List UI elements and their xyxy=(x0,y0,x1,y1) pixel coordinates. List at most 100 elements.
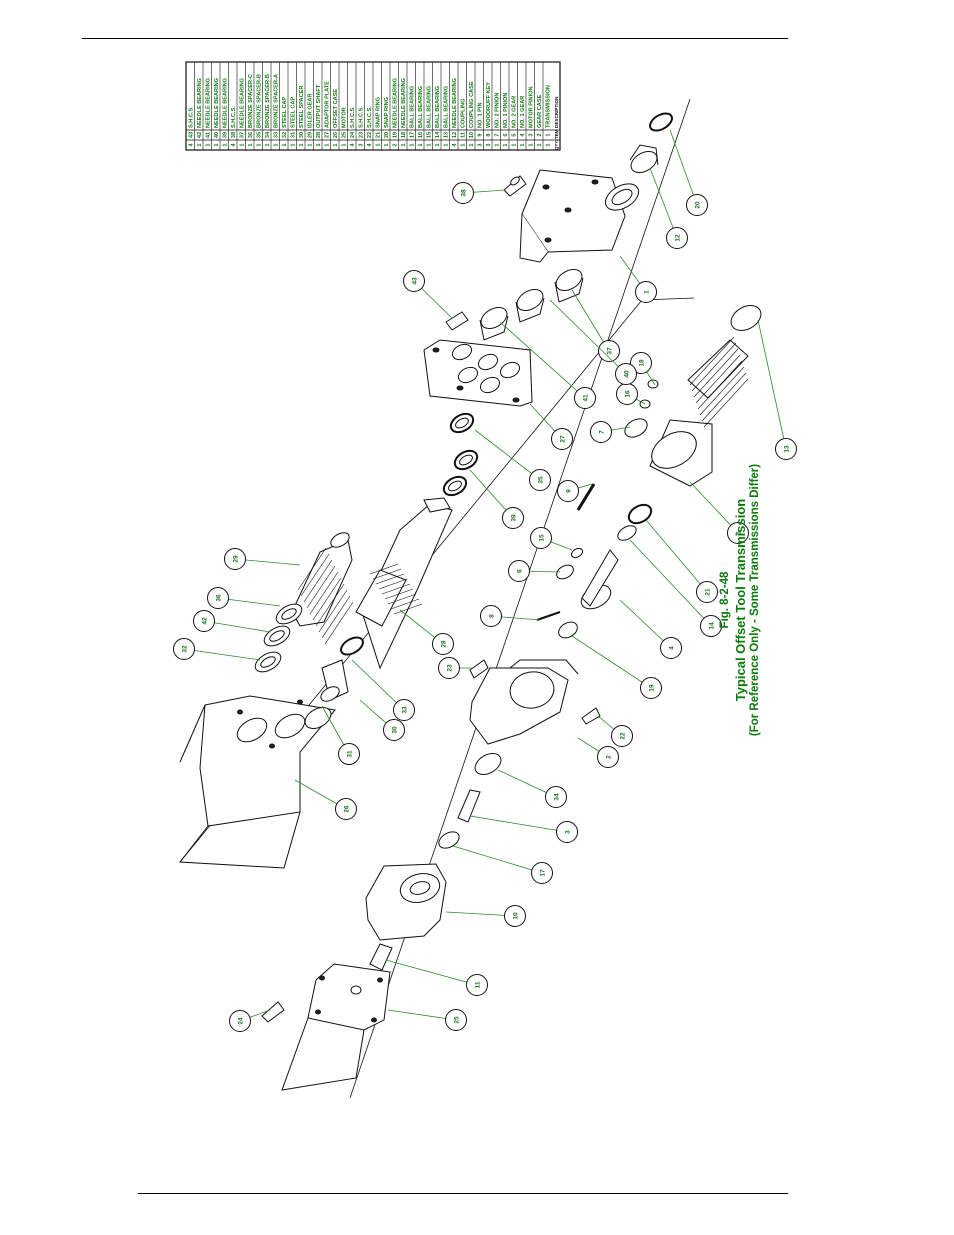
steel-cap-bore xyxy=(281,608,297,620)
callout-number: 20 xyxy=(694,201,701,209)
coupling-case-10 xyxy=(365,863,447,941)
table-cell-qty: 1 xyxy=(342,143,348,146)
gear-case-flange xyxy=(509,659,579,675)
table-cell-desc: SNAP RING xyxy=(384,97,390,128)
table-cell-qty: 1 xyxy=(503,143,509,146)
idler-gear-29 xyxy=(291,539,353,627)
motor-shaft-hole xyxy=(350,985,362,995)
callout-number: 27 xyxy=(559,435,566,443)
no1-pinion-6 xyxy=(556,564,574,580)
table-cell-item: 18 xyxy=(401,132,407,138)
callout-number: 14 xyxy=(708,622,715,630)
gear-tooth xyxy=(324,601,354,645)
spline-line xyxy=(701,372,747,422)
table-cell-item: 37 xyxy=(240,132,246,138)
callout-leader xyxy=(474,429,541,481)
table-cell-item: 28 xyxy=(316,132,322,138)
table-cell-desc: NEEDLE BEARING xyxy=(401,78,407,128)
callout-balloon xyxy=(480,605,502,627)
table-cell-item: 35 xyxy=(257,132,263,138)
callout-number: 41 xyxy=(582,394,589,402)
table-cell-desc: NEEDLE BEARING xyxy=(240,78,246,128)
table-cell-qty: 1 xyxy=(223,143,229,146)
table-cell-item: 4 xyxy=(520,133,526,137)
table-cell-item: 43 xyxy=(189,132,195,138)
gear-tooth xyxy=(303,559,333,603)
table-cell-qty: 1 xyxy=(291,143,297,146)
table-cell-desc: NO. 2 GEAR xyxy=(512,96,518,128)
callout-balloon xyxy=(630,352,652,374)
table-cell-qty: 1 xyxy=(444,143,450,146)
needle-bearing xyxy=(480,307,508,329)
bolt-hole xyxy=(512,397,520,403)
callout-leader xyxy=(499,321,586,399)
offset-case-bore-3 xyxy=(304,707,332,729)
figure-note: (For Reference Only - Some Transmissions… xyxy=(749,463,761,737)
bolt-hole xyxy=(237,709,243,715)
callout-balloon xyxy=(508,560,530,582)
table-cell-qty: 1 xyxy=(546,143,552,146)
callout-balloon xyxy=(597,746,619,768)
table-cell-item: 22 xyxy=(367,132,373,138)
callout-balloon xyxy=(502,507,524,529)
table-cell-qty: 1 xyxy=(274,143,280,146)
table-cell-qty: 1 xyxy=(325,143,331,146)
callout-number: 40 xyxy=(623,370,630,378)
table-cell-item: 34 xyxy=(265,131,271,138)
callout-balloon xyxy=(338,743,360,765)
pin-8 xyxy=(536,611,561,621)
coupling-11 xyxy=(369,943,393,971)
table-cell-qty: 1 xyxy=(529,143,535,146)
bearing-18 xyxy=(647,379,659,389)
callout-number: 19 xyxy=(648,684,655,692)
table-cell-desc: BRONZE SPACER-B xyxy=(257,74,263,128)
callout-number: 3 xyxy=(564,830,571,834)
coupling-case-inner xyxy=(409,881,431,895)
table-cell-qty: 1 xyxy=(469,143,475,146)
table-cell-desc: NO. 1 PINION xyxy=(503,93,509,128)
bolt-hole xyxy=(377,977,383,983)
table-cell-desc: NEEDLE BEARING xyxy=(214,78,220,128)
callout-balloon xyxy=(207,587,229,609)
table-cell-qty: 1 xyxy=(308,143,314,146)
bearing-34 xyxy=(474,753,502,775)
table-cell-qty: 1 xyxy=(282,143,288,146)
bronze-spacer-bore xyxy=(459,454,473,466)
screw-23 xyxy=(469,659,489,679)
table-cell-qty: 1 xyxy=(265,143,271,146)
callout-number: 22 xyxy=(619,732,626,740)
table-cell-desc: SNAP RING xyxy=(376,97,382,128)
callout-number: 7 xyxy=(598,430,605,434)
gear-tooth xyxy=(300,553,330,597)
table-cell-qty: 1 xyxy=(333,143,339,146)
figure-caption: Fig. 8-2-48 Typical Offset Tool Transmis… xyxy=(718,100,763,1100)
callout-leader xyxy=(445,911,516,917)
table-cell-qty: 1 xyxy=(401,143,407,146)
bolt-hole xyxy=(269,743,275,749)
bolt-hole xyxy=(456,385,464,391)
callout-balloon xyxy=(432,633,454,655)
callout-number: 11 xyxy=(474,981,481,988)
table-cell-item: 21 xyxy=(376,132,382,138)
bolt-hole xyxy=(432,347,440,353)
needle-bearing-12-body xyxy=(629,144,659,166)
callout-balloon xyxy=(557,480,579,502)
table-cell-item: 12 xyxy=(452,132,458,138)
callout-balloon xyxy=(504,905,526,927)
table-cell-desc: TRANSMISSION xyxy=(546,85,552,128)
table-cell-item: 1 xyxy=(546,133,552,136)
table-cell-desc: COUPLING CASE xyxy=(469,81,475,128)
table-cell-qty: 1 xyxy=(384,143,390,146)
callout-leader xyxy=(571,289,610,352)
callout-balloon xyxy=(660,637,682,659)
callout-balloon xyxy=(666,227,688,249)
callout-balloon xyxy=(383,719,405,741)
gear-case-bore xyxy=(509,671,555,709)
table-cell-item: 33 xyxy=(274,132,280,138)
needle-bearing-body xyxy=(515,297,545,323)
spline-line xyxy=(695,354,741,404)
steel-cap-bore xyxy=(269,630,285,642)
callout-number: 12 xyxy=(674,234,681,242)
gear-tooth xyxy=(306,565,336,609)
spline-line xyxy=(699,366,745,416)
